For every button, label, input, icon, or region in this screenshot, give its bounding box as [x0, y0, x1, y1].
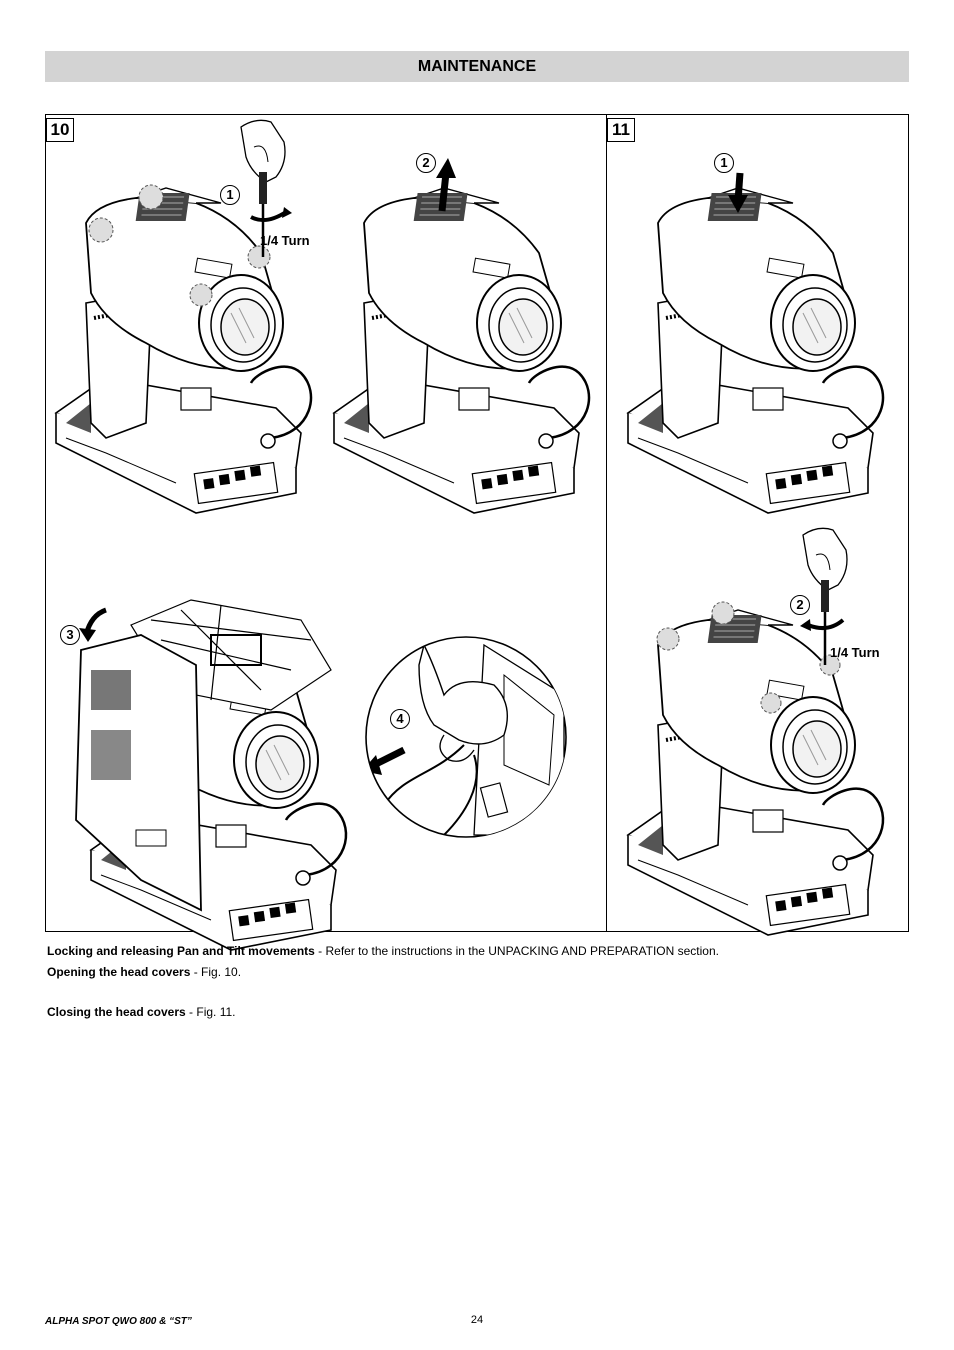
- fixture-illustration-step3-cover-open: [75, 599, 348, 952]
- quarter-turn-label: 1/4 Turn: [260, 233, 310, 248]
- callout-close-1: 1: [714, 153, 734, 173]
- figure-10-number: 10: [46, 118, 74, 142]
- closing-title: Closing the head covers: [47, 1005, 186, 1019]
- section-title: MAINTENANCE: [417, 58, 537, 75]
- opening-body: - Fig. 10.: [190, 965, 242, 979]
- hand-screwdriver-icon: [240, 119, 292, 257]
- figure-11-number: 11: [607, 118, 635, 142]
- figure-frame: 10 1 1/4 Turn 2 3: [45, 114, 909, 952]
- figure-divider: [606, 115, 607, 931]
- footer-product-name: ALPHA SPOT QWO 800 & “ST”: [45, 1316, 192, 1327]
- quarter-turn-close-label: 1/4 Turn: [830, 645, 880, 660]
- detail-circle-step4: [365, 636, 567, 838]
- fixture-illustration-close-step1: [626, 172, 885, 515]
- fixture-illustration-step2: [332, 158, 591, 515]
- locking-paragraph: Locking and releasing Pan and Tilt movem…: [47, 944, 719, 958]
- section-header: MAINTENANCE: [45, 51, 909, 82]
- locking-body: - Refer to the instructions in the UNPAC…: [314, 944, 719, 958]
- closing-body: - Fig. 11.: [185, 1005, 236, 1019]
- callout-1: 1: [220, 185, 240, 205]
- hand-screwdriver-close-icon: [800, 527, 848, 665]
- callout-3: 3: [60, 625, 80, 645]
- opening-paragraph: Opening the head covers - Fig. 10.: [47, 965, 241, 979]
- callout-close-2: 2: [790, 595, 810, 615]
- callout-4: 4: [390, 709, 410, 729]
- locking-title: Locking and releasing Pan and Tilt movem…: [47, 944, 315, 958]
- opening-title: Opening the head covers: [47, 965, 191, 979]
- fixture-illustration-step1: [54, 184, 313, 515]
- closing-paragraph: Closing the head covers - Fig. 11.: [47, 1005, 236, 1019]
- callout-2: 2: [416, 153, 436, 173]
- fixture-illustration-close-step2: [626, 601, 885, 937]
- footer-page-number: 24: [470, 1314, 484, 1326]
